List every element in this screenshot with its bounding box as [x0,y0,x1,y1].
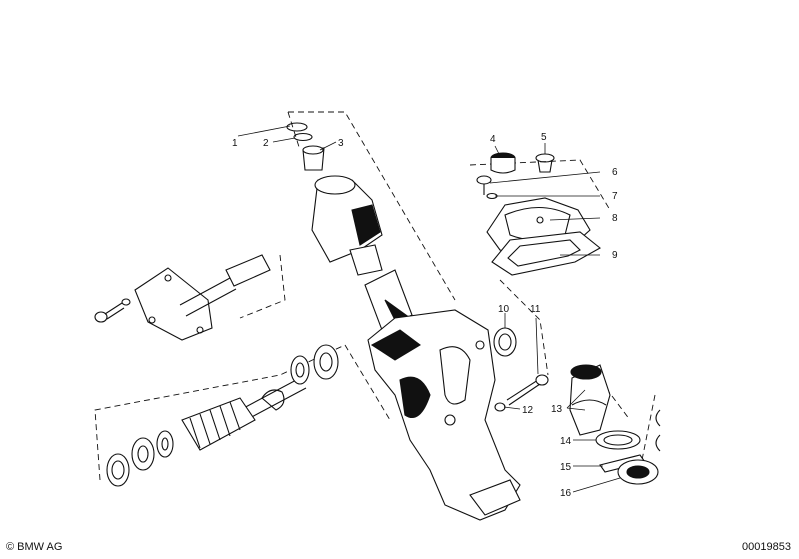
bearing-ring-c [156,430,174,458]
mounting-flange [134,267,213,341]
steering-box-housing [367,309,521,521]
seal-ring-part-10 [493,327,517,357]
callout-5: 5 [541,132,547,143]
seal-part-16 [617,459,659,485]
callout-4: 4 [490,134,496,145]
callout-16: 16 [560,488,572,499]
callout-labels: 1 2 3 4 5 6 7 8 9 10 11 12 13 14 15 16 [232,132,618,499]
circlip-part-1-2 [286,122,313,142]
mounting-bolt [94,298,131,323]
callout-12: 12 [522,405,534,416]
callout-7: 7 [612,191,618,202]
seal-ring-e [106,453,130,487]
worm-shaft [239,377,307,421]
callout-13: 13 [551,404,563,415]
drawing-number: 00019853 [742,541,791,553]
bearing-ring-a [290,355,310,385]
connecting-shaft [179,254,271,317]
callout-10: 10 [498,304,510,315]
cover-plug-part-4 [490,152,516,174]
callout-9: 9 [612,250,618,261]
truncated-part-edge [655,409,661,452]
washer-part-12 [494,402,506,412]
callout-8: 8 [612,213,618,224]
callout-15: 15 [560,462,572,473]
bearing-part-14 [595,430,641,450]
gasket-part-9 [491,231,601,276]
bearing-ring-b [313,344,339,380]
bearing-ring-d [131,437,155,471]
callout-6: 6 [612,167,618,178]
assembly-guide-lines [94,111,656,481]
upper-column-housing [311,175,413,331]
callout-11: 11 [530,304,541,315]
sector-shaft-part-13 [569,364,611,436]
long-bolt-part-11 [506,374,549,406]
callout-2: 2 [263,138,269,149]
callout-1: 1 [232,138,238,149]
screw-part-5 [535,153,555,173]
copyright-notice: © BMW AG [6,541,63,553]
sleeve-part-3 [302,145,325,171]
rubber-bellows [181,397,256,451]
callout-3: 3 [338,138,344,149]
leader-lines [237,125,621,493]
bolt-part-6 [476,175,492,195]
callout-14: 14 [560,436,572,447]
